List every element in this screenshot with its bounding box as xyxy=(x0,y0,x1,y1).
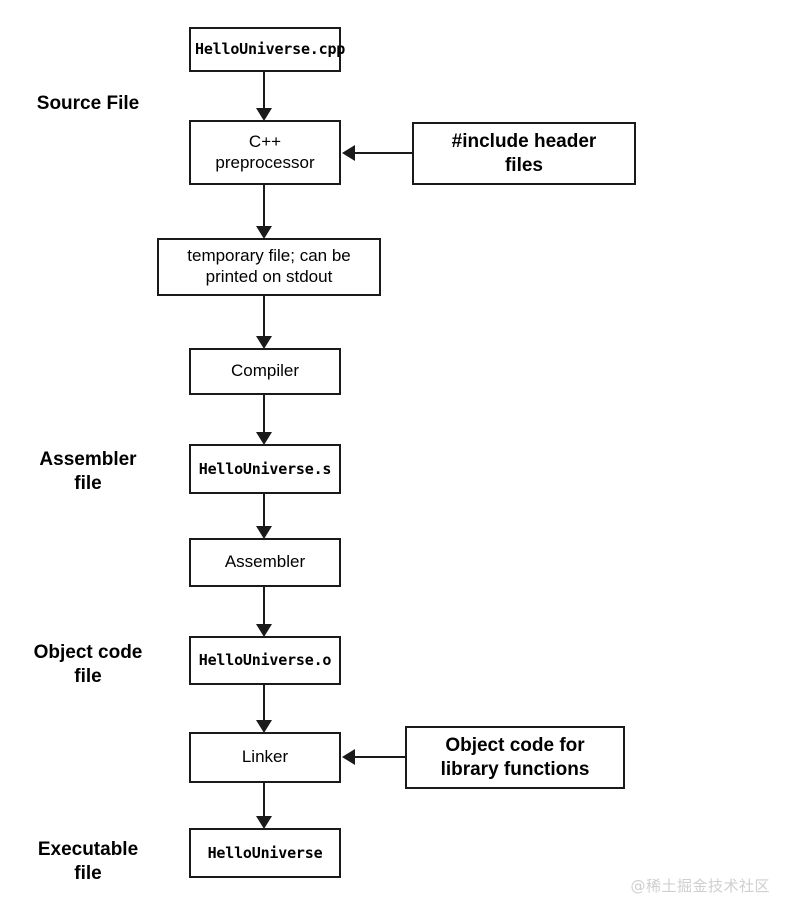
node-label-linker: Linker xyxy=(241,747,289,767)
node-hellouniverse-cpp: HelloUniverse.cpp xyxy=(189,27,346,72)
node-hellouniverse-exe: HelloUniverse xyxy=(189,828,341,878)
connector-temp-to-compiler xyxy=(262,296,266,339)
connector-preprocessor-to-temp xyxy=(262,185,266,229)
node-label-hellouniverse-cpp: HelloUniverse.cpp xyxy=(195,40,346,59)
node-temporary-file: temporary file; can be printed on stdout xyxy=(157,238,381,296)
arrowhead-assembler-to-obj-file xyxy=(256,624,272,637)
arrowhead-temp-to-compiler xyxy=(256,336,272,349)
arrowhead-headers-to-preprocessor xyxy=(342,145,355,161)
connector-obj-file-to-linker xyxy=(262,685,266,723)
node-assembler: Assembler xyxy=(189,538,341,587)
node-cpp-preprocessor: C++ preprocessor xyxy=(189,120,341,185)
connector-headers-to-preprocessor xyxy=(350,151,412,155)
stage-label-object-code-file: Object code file xyxy=(33,642,143,688)
arrowhead-cpp-to-preprocessor xyxy=(256,108,272,121)
node-hellouniverse-s: HelloUniverse.s xyxy=(189,444,341,494)
stage-label-assembler-file: Assembler file xyxy=(39,449,137,495)
connector-linker-to-executable xyxy=(262,783,266,819)
arrowhead-compiler-to-asm-file xyxy=(256,432,272,445)
arrowhead-preprocessor-to-temp xyxy=(256,226,272,239)
stage-label-executable-file: Executable file xyxy=(37,839,139,885)
connector-library-to-linker xyxy=(350,755,405,759)
arrowhead-obj-file-to-linker xyxy=(256,720,272,733)
node-label-object-code-library: Object code for library functions xyxy=(440,735,590,780)
node-label-assembler: Assembler xyxy=(224,552,306,572)
node-label-cpp-preprocessor: C++ preprocessor xyxy=(215,131,315,172)
stage-label-source-file: Source File xyxy=(36,93,140,114)
node-compiler: Compiler xyxy=(189,348,341,395)
node-label-include-header-files: #include header files xyxy=(451,131,597,176)
node-label-hellouniverse-o: HelloUniverse.o xyxy=(198,651,332,670)
node-linker: Linker xyxy=(189,732,341,783)
connector-cpp-to-preprocessor xyxy=(262,72,266,111)
connector-asm-file-to-assembler xyxy=(262,494,266,529)
node-object-code-library: Object code for library functions xyxy=(405,726,625,789)
connector-compiler-to-asm-file xyxy=(262,395,266,435)
arrowhead-library-to-linker xyxy=(342,749,355,765)
node-label-compiler: Compiler xyxy=(230,361,300,381)
connector-assembler-to-obj-file xyxy=(262,587,266,627)
node-hellouniverse-o: HelloUniverse.o xyxy=(189,636,341,685)
node-include-header-files: #include header files xyxy=(412,122,636,185)
arrowhead-asm-file-to-assembler xyxy=(256,526,272,539)
node-label-hellouniverse-s: HelloUniverse.s xyxy=(198,459,332,478)
arrowhead-linker-to-executable xyxy=(256,816,272,829)
watermark: @稀土掘金技术社区 xyxy=(630,877,770,895)
node-label-temporary-file: temporary file; can be printed on stdout xyxy=(187,246,351,286)
node-label-hellouniverse-exe: HelloUniverse xyxy=(207,843,323,862)
